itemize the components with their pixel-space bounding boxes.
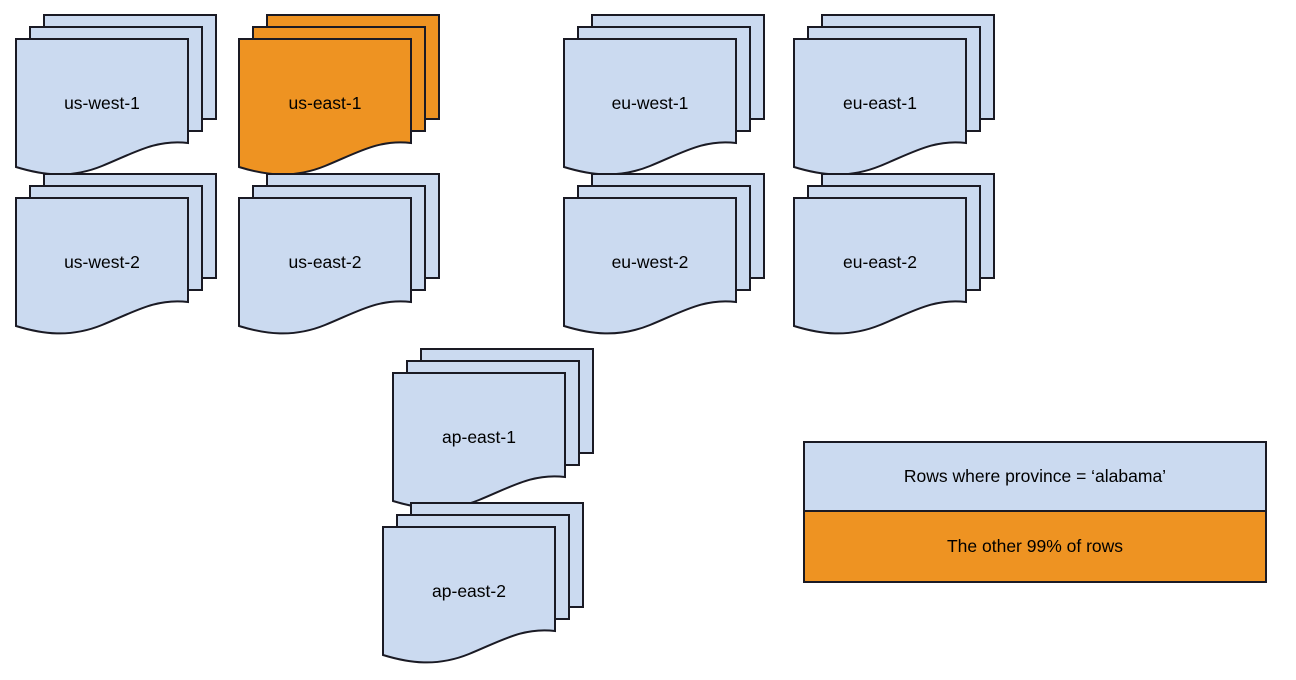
legend: Rows where province = ‘alabama’ The othe…	[803, 441, 1267, 583]
region-stack-us-east-2[interactable]: us-east-2	[238, 171, 440, 335]
document-sheet-front	[15, 38, 189, 176]
legend-label-orange: The other 99% of rows	[946, 536, 1124, 556]
region-stack-ap-east-1[interactable]: ap-east-1	[392, 346, 594, 510]
document-sheet-front	[238, 197, 412, 335]
region-stack-ap-east-2[interactable]: ap-east-2	[382, 500, 584, 664]
document-sheet-front	[392, 372, 566, 510]
region-stack-us-west-1[interactable]: us-west-1	[15, 12, 217, 176]
document-sheet-front	[15, 197, 189, 335]
region-stack-eu-east-1[interactable]: eu-east-1	[793, 12, 995, 176]
region-stack-eu-west-1[interactable]: eu-west-1	[563, 12, 765, 176]
region-stack-eu-east-2[interactable]: eu-east-2	[793, 171, 995, 335]
document-sheet-front	[793, 197, 967, 335]
document-sheet-front	[563, 38, 737, 176]
document-sheet-front	[793, 38, 967, 176]
legend-label-blue: Rows where province = ‘alabama’	[903, 466, 1167, 486]
document-sheet-front	[563, 197, 737, 335]
region-stack-eu-west-2[interactable]: eu-west-2	[563, 171, 765, 335]
document-sheet-front	[238, 38, 412, 176]
region-stack-us-west-2[interactable]: us-west-2	[15, 171, 217, 335]
legend-row-blue: Rows where province = ‘alabama’	[805, 443, 1265, 512]
legend-row-orange: The other 99% of rows	[805, 512, 1265, 581]
document-sheet-front	[382, 526, 556, 664]
region-stack-us-east-1[interactable]: us-east-1	[238, 12, 440, 176]
